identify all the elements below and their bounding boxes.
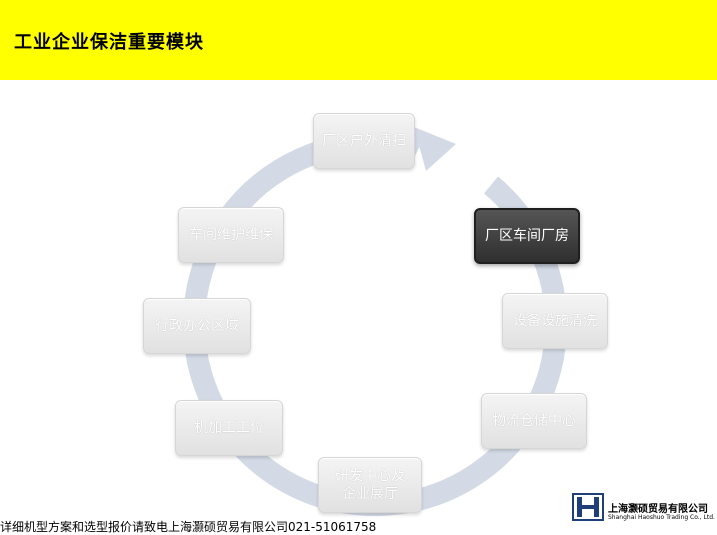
node-label: 厂区户外清扫 bbox=[322, 133, 406, 149]
node-logistics: 物流仓储中心 bbox=[481, 393, 587, 449]
node-outdoor-cleaning: 厂区户外清扫 bbox=[313, 113, 415, 169]
node-equipment-cleaning: 设备设施清洗 bbox=[502, 293, 608, 349]
node-label: 物流仓储中心 bbox=[492, 413, 576, 429]
node-label: 设备设施清洗 bbox=[513, 313, 597, 329]
node-label: 研发中心及企业展厅 bbox=[335, 468, 405, 502]
node-label: 车间维护维保 bbox=[189, 227, 273, 243]
page-title: 工业企业保洁重要模块 bbox=[14, 32, 204, 53]
contact-text: 详细机型方案和选型报价请致电上海灏硕贸易有限公司021-51061758 bbox=[0, 520, 377, 534]
node-label: 厂区车间厂房 bbox=[485, 228, 569, 244]
company-name-en: Shanghai Haoshuo Trading Co., Ltd. bbox=[608, 514, 715, 521]
title-bar: 工业企业保洁重要模块 bbox=[0, 0, 717, 80]
cycle-arrow-head bbox=[414, 127, 456, 171]
node-workshop: 厂区车间厂房 bbox=[474, 208, 580, 264]
company-logo-icon bbox=[572, 493, 604, 521]
node-machining: 机加工工位 bbox=[175, 400, 283, 456]
node-rnd-center: 研发中心及企业展厅 bbox=[318, 457, 422, 513]
node-label: 行政办公区域 bbox=[155, 318, 239, 334]
company-name-cn: 上海灏硕贸易有限公司 bbox=[608, 504, 708, 515]
node-maintenance: 车间维护维保 bbox=[178, 207, 284, 263]
node-office: 行政办公区域 bbox=[143, 298, 251, 354]
node-label: 机加工工位 bbox=[194, 420, 264, 436]
